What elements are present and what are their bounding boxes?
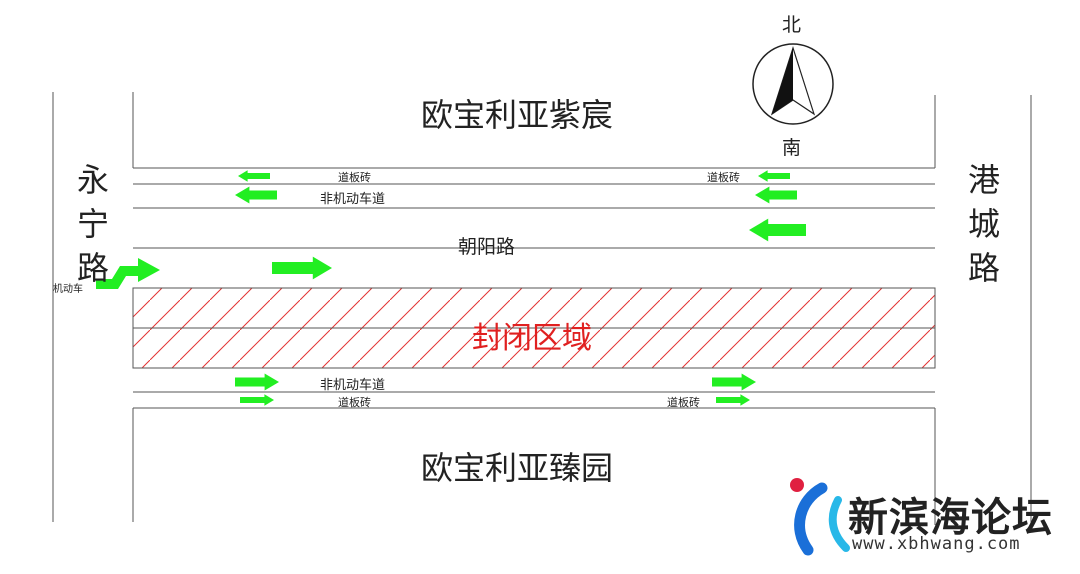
bike-arrow-ne <box>755 186 797 204</box>
sidewalk-arrow-se <box>716 394 750 406</box>
closed-zone-label: 封闭区域 <box>472 321 592 356</box>
south-sidewalk-left-label: 道板砖 <box>338 396 371 409</box>
traffic-arrow-west <box>749 218 806 242</box>
north-block-label: 欧宝利亚紫宸 <box>421 96 614 134</box>
compass-icon <box>752 43 834 125</box>
sidewalk-arrow-sw <box>240 394 274 406</box>
east-road-label: 港城路 <box>967 161 1000 287</box>
compass-south-label: 南 <box>782 137 802 159</box>
north-bike-lane-label: 非机动车道 <box>320 192 386 207</box>
bike-arrow-nw <box>235 186 277 204</box>
sidewalk-arrow-nw <box>238 170 270 182</box>
west-road-label: 永宁路 <box>76 161 109 287</box>
bike-arrow-se <box>712 373 756 391</box>
main-road-label: 朝阳路 <box>458 236 516 258</box>
forum-logo-icon <box>790 478 850 556</box>
south-sidewalk-right-label: 道板砖 <box>667 396 700 409</box>
south-bike-lane-label: 非机动车道 <box>320 378 386 393</box>
south-block-label: 欧宝利亚臻园 <box>421 449 614 487</box>
traffic-arrow-east-1 <box>272 256 332 280</box>
watermark-name: 新滨海论坛 <box>848 495 1053 541</box>
north-sidewalk-right-label: 道板砖 <box>707 171 740 184</box>
turning-vehicle-arrow <box>96 258 160 289</box>
north-sidewalk-left-label: 道板砖 <box>338 171 371 184</box>
watermark-url: www.xbhwang.com <box>852 534 1021 554</box>
motor-vehicle-label: 机动车 <box>53 284 83 295</box>
sidewalk-arrow-ne <box>758 170 790 182</box>
bike-arrow-sw <box>235 373 279 391</box>
compass-north-label: 北 <box>782 14 802 36</box>
